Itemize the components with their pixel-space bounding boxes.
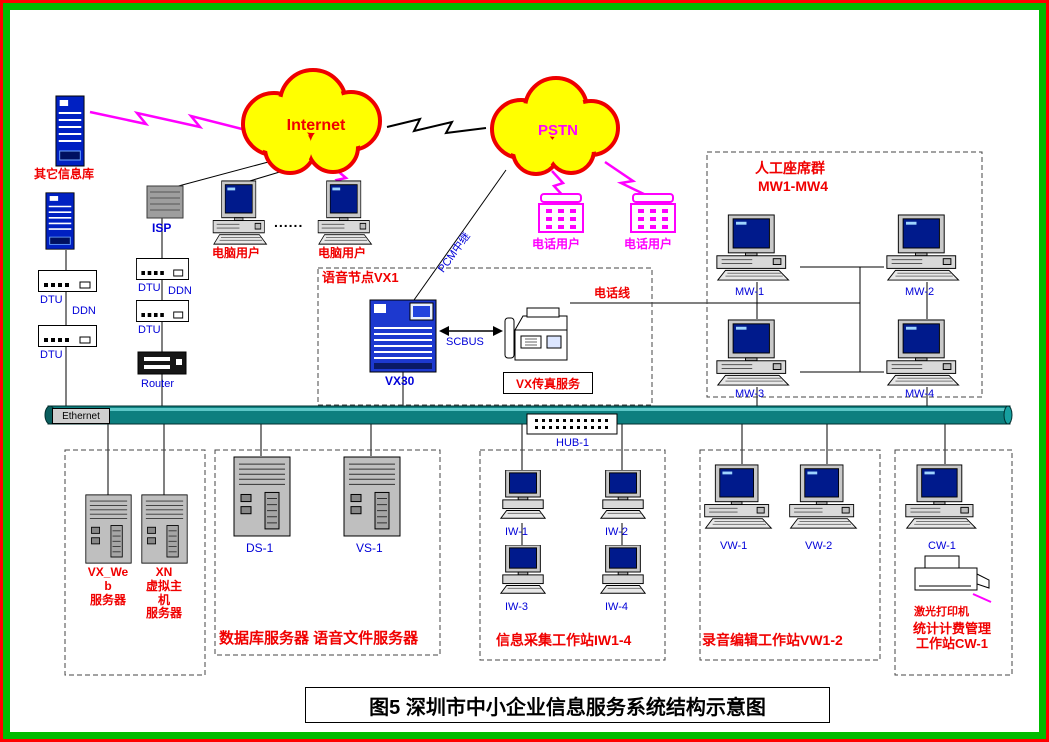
- phone-user-2-label: 电话用户: [624, 237, 673, 251]
- lightning-pstn-phone2: [604, 160, 649, 198]
- ds1-server-icon: [233, 456, 291, 537]
- iw2-workstation-icon: [600, 470, 646, 519]
- vw1-label: VW-1: [720, 540, 748, 552]
- vx30-label: VX30: [385, 374, 415, 388]
- dtu-3-icon: [136, 258, 189, 280]
- dtu-4-icon: [136, 300, 189, 322]
- cw1-workstation-icon: [905, 464, 977, 529]
- fax-machine-icon: [504, 307, 568, 361]
- vw-box-outline: [699, 449, 881, 661]
- vx-fax-service-label: VX传真服务: [515, 376, 580, 391]
- seat-group-title-line1: 人工座席群: [755, 160, 825, 176]
- mw3-workstation-icon: [716, 319, 790, 386]
- iw4-label: IW-4: [605, 601, 629, 613]
- voice-node-box-outline: [317, 267, 653, 406]
- lightning-internet-pstn: [386, 117, 487, 135]
- vx30-server-icon: [369, 299, 437, 373]
- other-db-label: 其它信息库: [34, 167, 95, 181]
- ethernet-label-tag: Ethernet: [52, 408, 110, 424]
- internet-cloud-label: Internet: [286, 117, 346, 134]
- pc-user-2-icon: [317, 180, 372, 245]
- ddn-2-label: DDN: [168, 285, 192, 297]
- cw1-label: CW-1: [928, 540, 956, 552]
- lightning-pstn-phone1: [551, 170, 566, 199]
- phone-user-1-icon: [538, 193, 584, 233]
- other-db-server-icon-1: [55, 95, 85, 167]
- ellipsis-dots: ......: [274, 214, 304, 230]
- cw-box-outline: [894, 449, 1013, 676]
- mw2-label: MW-2: [905, 286, 935, 298]
- mw4-label: MW-4: [905, 388, 935, 400]
- vw2-label: VW-2: [805, 540, 833, 552]
- vw2-workstation-icon: [789, 464, 857, 529]
- pstn-cloud: [490, 76, 620, 176]
- vxweb-server-icon: [85, 494, 132, 564]
- vx-fax-service-box: VX传真服务: [503, 372, 593, 394]
- pc-user-1-icon: [212, 180, 267, 245]
- phone-user-2-icon: [630, 193, 676, 233]
- router-label: Router: [141, 378, 175, 390]
- laser-printer-icon: [914, 555, 992, 603]
- vw-group-label: 录音编辑工作站VW1-2: [702, 632, 843, 648]
- ddn-1-label: DDN: [72, 305, 96, 317]
- figure-title-box: 图5 深圳市中小企业信息服务系统结构示意图: [305, 687, 830, 723]
- vxweb-server-label: VX_We b 服务器: [87, 565, 129, 607]
- mw4-workstation-icon: [886, 319, 960, 386]
- pc-user-2-label: 电脑用户: [318, 246, 367, 260]
- iw4-workstation-icon: [600, 545, 646, 594]
- voice-node-box-label: 语音节点VX1: [322, 270, 399, 285]
- hub-icon: [526, 413, 618, 435]
- mw2-workstation-icon: [886, 214, 960, 281]
- pc-user-1-label: 电脑用户: [212, 246, 261, 260]
- phone-line-label: 电话线: [594, 286, 631, 300]
- web-server-box-outline: [64, 449, 206, 676]
- seat-group-box-outline: [706, 151, 983, 398]
- iw2-label: IW-2: [605, 526, 629, 538]
- lightning-links: [89, 110, 649, 199]
- iw3-label: IW-3: [505, 601, 529, 613]
- isp-device-icon: [146, 185, 184, 219]
- dtu-2-label: DTU: [40, 349, 63, 361]
- db-server-group-label: 数据库服务器 语音文件服务器: [219, 630, 419, 647]
- lightning-server-internet: [89, 110, 243, 131]
- dtu-2-icon: [38, 325, 97, 347]
- dtu-3-label: DTU: [138, 282, 161, 294]
- vw1-workstation-icon: [704, 464, 772, 529]
- internet-cloud: [241, 68, 382, 175]
- mw1-workstation-icon: [716, 214, 790, 281]
- connection-lines: [65, 160, 946, 546]
- scbus-arrow: [439, 326, 503, 336]
- mw1-label: MW-1: [735, 286, 765, 298]
- vs1-label: VS-1: [356, 541, 383, 555]
- printer-label: 激光打印机: [914, 606, 969, 618]
- iw1-workstation-icon: [500, 470, 546, 519]
- vs1-server-icon: [343, 456, 401, 537]
- router-icon: [137, 351, 187, 375]
- figure-title: 图5 深圳市中小企业信息服务系统结构示意图: [369, 696, 766, 719]
- iw3-workstation-icon: [500, 545, 546, 594]
- phone-user-1-label: 电话用户: [532, 237, 581, 251]
- hub-label: HUB-1: [556, 437, 590, 449]
- iw-box-outline: [479, 449, 666, 661]
- ds1-label: DS-1: [246, 541, 274, 555]
- iw1-label: IW-1: [505, 526, 529, 538]
- scbus-label: SCBUS: [446, 336, 484, 348]
- other-db-server-icon-2: [45, 192, 75, 250]
- dtu-1-label: DTU: [40, 294, 63, 306]
- isp-label: ISP: [152, 221, 172, 235]
- seat-group-title-line2: MW1-MW4: [758, 178, 828, 194]
- xn-server-label: XN 虚拟主 机 服务器: [145, 565, 182, 621]
- ethernet-label: Ethernet: [62, 410, 100, 422]
- pstn-cloud-label: PSTN: [537, 122, 578, 139]
- mw3-label: MW-3: [735, 388, 765, 400]
- xn-server-icon: [141, 494, 188, 564]
- cw-group-label: 统计计费管理 工作站CW-1: [912, 621, 991, 651]
- dtu-1-icon: [38, 270, 97, 292]
- dtu-4-label: DTU: [138, 324, 161, 336]
- db-server-box-outline: [214, 449, 441, 656]
- iw-group-label: 信息采集工作站IW1-4: [496, 632, 632, 648]
